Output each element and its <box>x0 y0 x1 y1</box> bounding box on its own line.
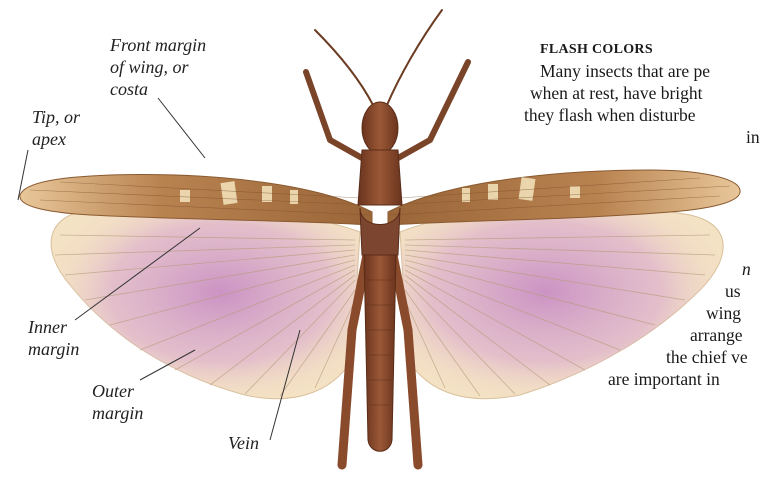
label-outer-margin: Outer margin <box>92 380 143 424</box>
sidebar-line: the chief ve <box>666 346 748 368</box>
sidebar-line: arrange <box>690 324 742 346</box>
sidebar-line: in <box>746 126 760 148</box>
label-inner-margin: Inner margin <box>28 316 79 360</box>
grasshopper-body <box>358 102 402 451</box>
sidebar-line: wing <box>706 302 741 324</box>
antennae <box>315 10 442 105</box>
label-vein: Vein <box>228 432 259 454</box>
sidebar-line: Many insects that are pe <box>540 60 710 82</box>
leader-front-margin <box>158 98 205 158</box>
left-hindwing <box>51 206 360 399</box>
sidebar-line: when at rest, have bright <box>530 82 703 104</box>
sidebar-line: they flash when disturbe <box>524 104 696 126</box>
sidebar-line: n <box>742 258 751 280</box>
label-tip: Tip, or apex <box>32 106 80 150</box>
sidebar-heading: FLASH COLORS <box>540 42 653 58</box>
label-front-margin: Front margin of wing, or costa <box>110 34 206 100</box>
sidebar-line: are important in <box>608 368 720 390</box>
sidebar-line: us <box>725 280 741 302</box>
